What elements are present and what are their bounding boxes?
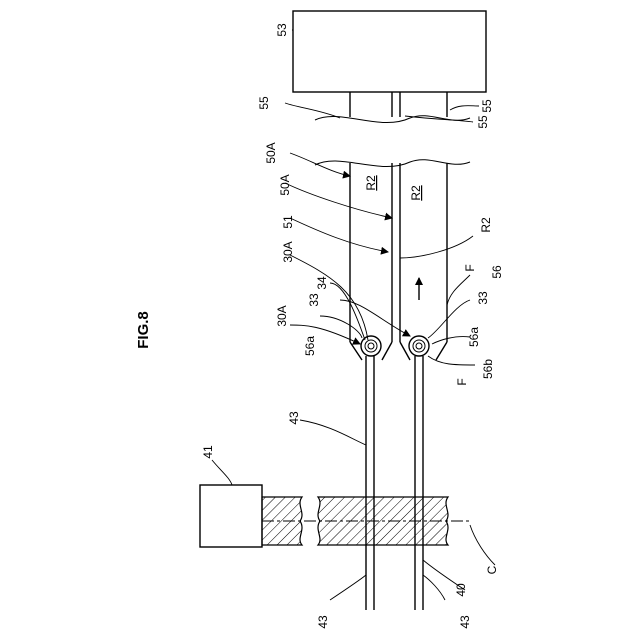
label-56a-left: 56a <box>303 336 317 356</box>
shaft-40 <box>262 497 470 545</box>
label-43-bottom-left: 43 <box>316 615 330 629</box>
label-43-middle: 43 <box>287 411 301 425</box>
label-50A-top: 50A <box>264 142 278 163</box>
duct-walls-lower <box>350 163 447 360</box>
label-R2-3: R2 <box>479 217 493 233</box>
pipe-43-left <box>366 356 374 610</box>
label-55-right-bottom: 55 <box>476 115 490 129</box>
label-43-bottom-right: 43 <box>458 615 472 629</box>
label-56b: 56b <box>481 359 495 379</box>
label-30A-bottom: 30A <box>275 305 289 326</box>
label-50A-bottom: 50A <box>278 174 292 195</box>
label-55-left: 55 <box>257 96 271 110</box>
nozzle-ring-left <box>361 336 381 356</box>
block-41 <box>200 485 262 547</box>
label-F-bottom: F <box>455 378 469 385</box>
figure-title: FIG.8 <box>135 311 152 349</box>
label-51: 51 <box>281 215 295 229</box>
pipe-43-right <box>415 356 423 610</box>
label-56: 56 <box>490 265 504 279</box>
label-53: 53 <box>275 23 289 37</box>
nozzle-ring-right <box>409 336 429 356</box>
label-R2-2: R2 <box>409 185 423 201</box>
label-C: C <box>485 565 499 574</box>
label-41: 41 <box>201 445 215 459</box>
label-F-top: F <box>463 264 477 271</box>
label-33-right: 33 <box>476 291 490 305</box>
label-34: 34 <box>315 276 329 290</box>
label-40: 40 <box>454 583 468 597</box>
label-R2-1: R2 <box>364 175 378 191</box>
label-56a-right: 56a <box>467 327 481 347</box>
label-55-right-top: 55 <box>480 99 494 113</box>
label-33-left: 33 <box>307 293 321 307</box>
block-53 <box>293 11 486 92</box>
duct-walls-upper <box>315 92 470 167</box>
label-30A-top: 30A <box>281 241 295 262</box>
